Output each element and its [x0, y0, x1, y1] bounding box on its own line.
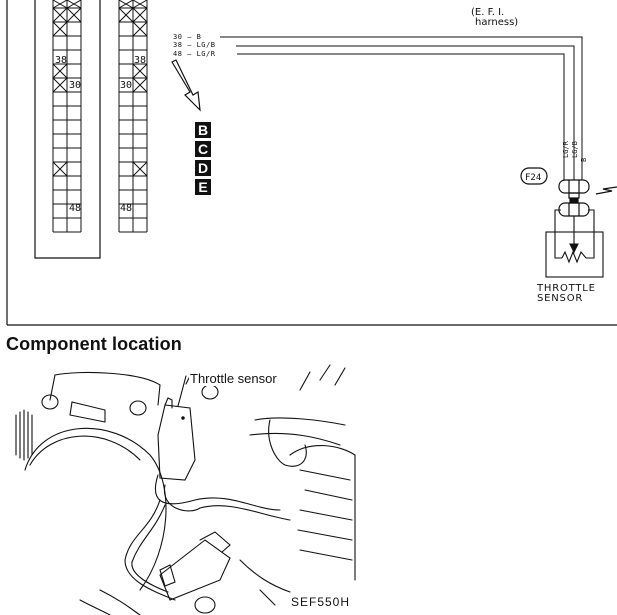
throttle-sensor-label-line2: SENSOR — [537, 293, 584, 304]
lead-line-icon — [595, 186, 617, 195]
unused-terminal-mark — [52, 63, 68, 79]
bottom-connector — [159, 539, 231, 601]
unused-terminal-mark — [66, 7, 82, 23]
unused-terminal-mark — [118, 0, 134, 9]
connector-key-e: E — [195, 179, 211, 195]
harness-label-line2: harness) — [475, 17, 519, 28]
connector-key-d: D — [195, 160, 211, 176]
connector-id-text: F24 — [525, 173, 541, 183]
wire-label-30: 30 — B — [173, 33, 201, 41]
connector-right-terminal-column — [118, 0, 148, 233]
wire-38-lgb — [236, 45, 575, 180]
component-location-illustration — [15, 364, 356, 615]
direction-arrow-icon — [171, 59, 201, 112]
vwire-label-lgb: LG/B — [571, 141, 579, 158]
unused-terminal-mark — [132, 0, 148, 9]
left-terminal-30: 30 — [69, 80, 81, 91]
wire-label-48: 48 — LG/R — [173, 50, 216, 58]
harness-label: (E. F. I. harness) — [471, 8, 518, 28]
harness-label-line1: (E. F. I. — [471, 7, 505, 18]
unused-terminal-mark — [132, 21, 148, 37]
throttle-sensor-callout: Throttle sensor — [189, 371, 278, 386]
unused-terminal-mark — [132, 7, 148, 23]
section-title: Component location — [6, 334, 182, 354]
wire-30-b — [220, 36, 583, 180]
sensor-connector-icon — [558, 198, 590, 217]
right-terminal-38: 38 — [134, 55, 146, 66]
diagram-frame — [6, 0, 617, 326]
vwire-label-lgr: LG/R — [562, 140, 570, 158]
unused-terminal-mark — [52, 161, 68, 177]
throttle-sensor-body — [157, 404, 196, 481]
unused-terminal-mark — [132, 63, 148, 79]
right-terminal-48: 48 — [120, 203, 132, 214]
harness-connector-icon — [558, 179, 590, 199]
connector-key-c: C — [195, 141, 211, 157]
unused-terminal-mark — [52, 21, 68, 37]
wire-48-lgr — [237, 53, 565, 180]
connector-left-terminal-column — [52, 0, 82, 233]
plenum — [49, 371, 161, 406]
connector-id-badge: F24 — [520, 167, 548, 185]
unused-terminal-mark — [132, 161, 148, 177]
manifold-fins — [297, 469, 353, 561]
left-terminal-38: 38 — [55, 55, 67, 66]
throttle-sensor-label-line1: THROTTLE — [537, 283, 596, 294]
left-terminal-48: 48 — [69, 203, 81, 214]
unused-terminal-mark — [132, 77, 148, 93]
bellows — [15, 409, 33, 461]
wiring-diagram: 38 30 48 38 30 48 30 — B 38 — LG/B 48 — … — [6, 0, 617, 326]
unused-terminal-mark — [118, 7, 134, 23]
figure-code: SEF550H — [291, 595, 351, 609]
harness-cable — [154, 474, 281, 511]
unused-terminal-mark — [52, 77, 68, 93]
intake-duct — [24, 427, 167, 591]
unused-terminal-mark — [52, 7, 68, 23]
throttle-sensor-label: THROTTLE SENSOR — [537, 284, 596, 304]
vwire-label-b: B — [580, 158, 588, 162]
right-terminal-30: 30 — [120, 80, 132, 91]
harness-wires — [220, 36, 583, 180]
wire-label-38: 38 — LG/B — [173, 41, 215, 49]
pipe — [69, 401, 106, 423]
connector-key-b: B — [195, 122, 211, 138]
connector-housing — [34, 0, 101, 259]
throttle-sensor-symbol — [545, 209, 604, 278]
unused-terminal-mark — [52, 0, 68, 9]
unused-terminal-mark — [66, 0, 82, 9]
